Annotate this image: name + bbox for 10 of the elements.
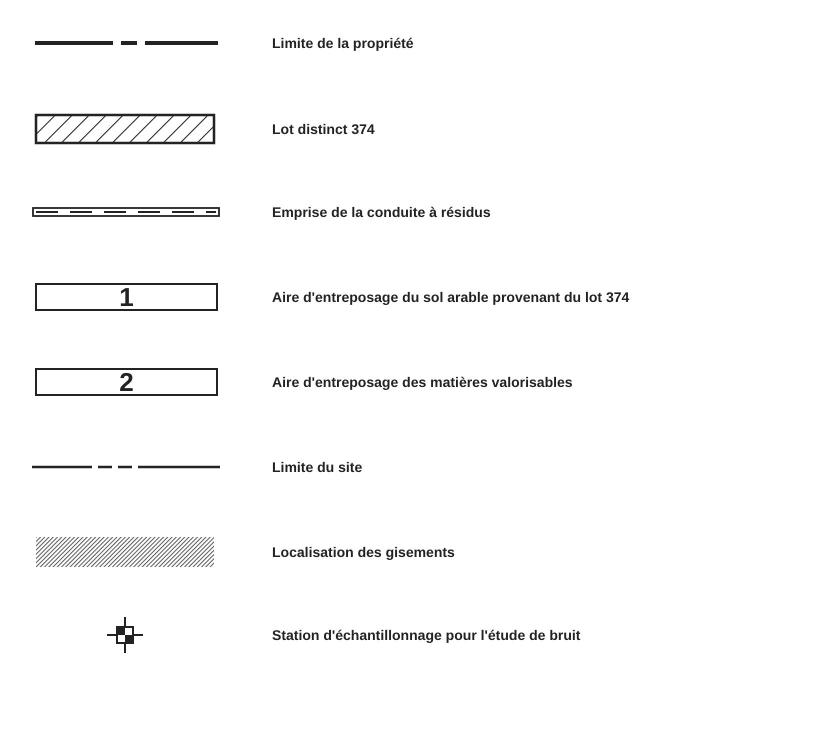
legend-text: Limite de la propriété	[272, 35, 414, 51]
legend-text: Localisation des gisements	[272, 544, 455, 560]
legend-text: Aire d'entreposage des matières valorisables	[272, 374, 573, 390]
numbered-area-box: 1	[35, 283, 218, 311]
legend-text: Aire d'entreposage du sol arable provenant du lot 374	[272, 289, 630, 305]
legend-text: Emprise de la conduite à résidus	[272, 204, 491, 220]
numbered-area-box: 2	[35, 368, 218, 396]
legend-text: Limite du site	[272, 459, 362, 475]
legend-text: Station d'échantillonnage pour l'étude de bruit	[272, 627, 580, 643]
legend-text: Lot distinct 374	[272, 121, 375, 137]
